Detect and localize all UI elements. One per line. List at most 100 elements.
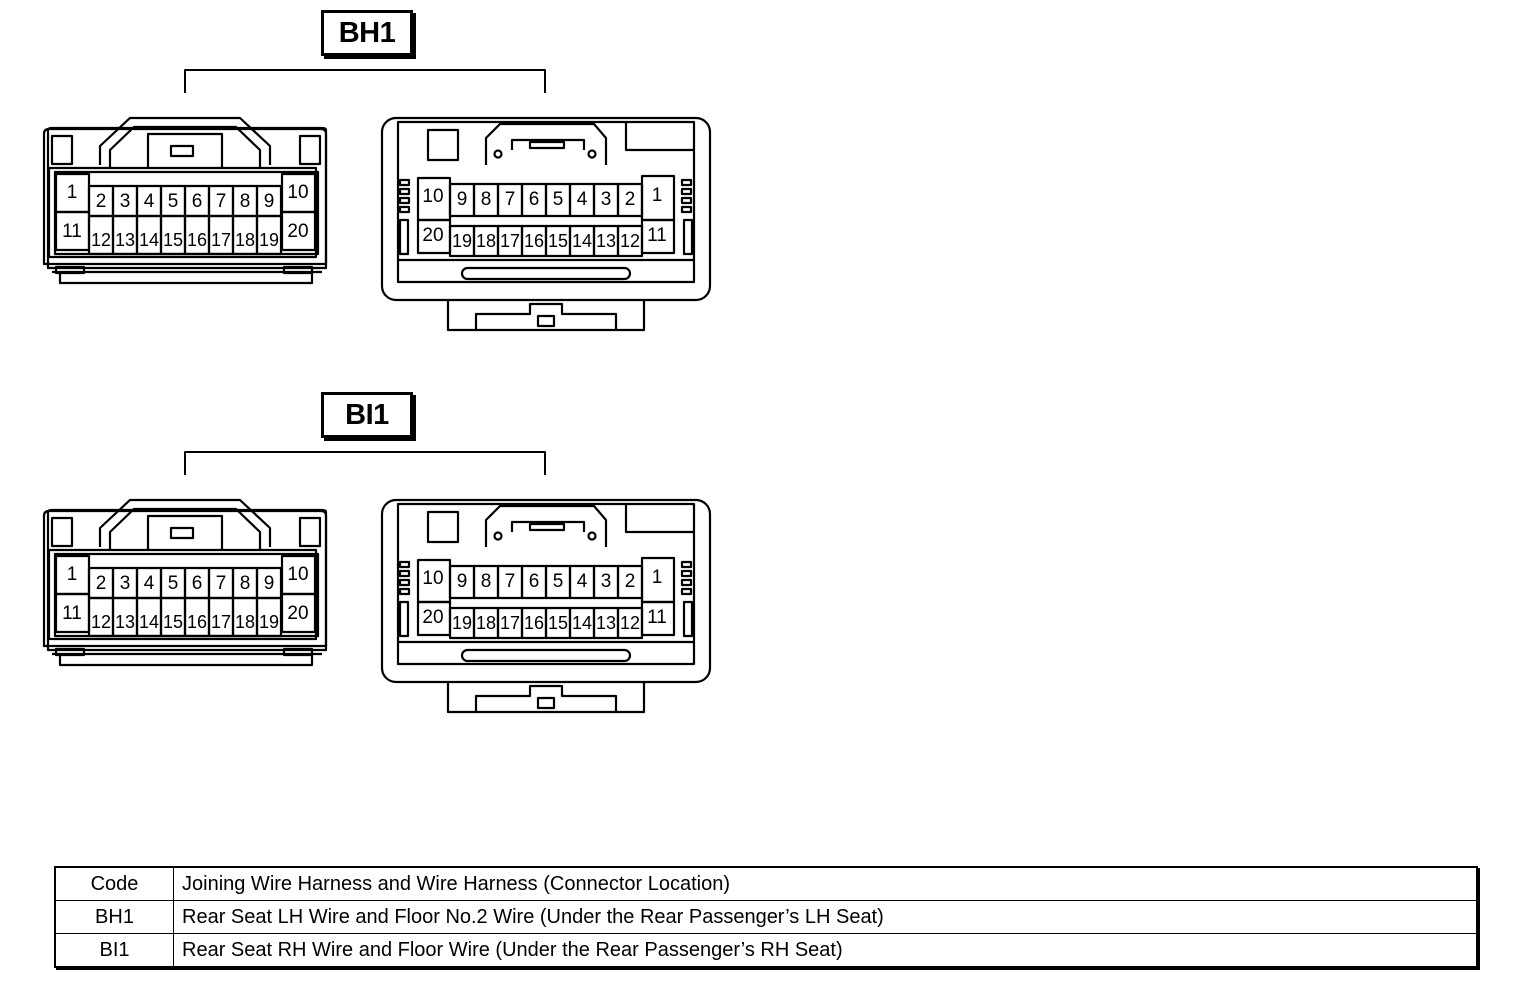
latch: [108, 125, 262, 168]
connector-location-table: Code Joining Wire Harness and Wire Harne…: [54, 866, 1478, 968]
key-slot: [50, 134, 74, 166]
latch-slot: [169, 144, 195, 158]
pin-number: 5: [553, 571, 564, 592]
pin-number: 11: [62, 221, 82, 242]
latch: [146, 132, 224, 168]
connector-housing: [380, 116, 712, 302]
pin-number: 19: [259, 230, 279, 250]
bracket-line: [184, 69, 546, 93]
table-row: BI1 Rear Seat RH Wire and Floor Wire (Un…: [54, 933, 1478, 968]
latch-pin: [493, 531, 503, 541]
connector-code-label: BH1: [321, 10, 413, 56]
latch: [510, 138, 586, 150]
pin-number: 13: [596, 231, 616, 251]
side-rib: [680, 587, 693, 596]
pin-number: 9: [264, 573, 275, 594]
lock-tab: [474, 684, 618, 712]
key-slot: [50, 516, 74, 548]
pin-number: 4: [144, 191, 155, 212]
latch-pin: [493, 149, 503, 159]
latch-slot: [169, 526, 195, 540]
guide-slot: [460, 648, 632, 663]
pin-number: 10: [287, 564, 308, 585]
key-slot: [298, 516, 322, 548]
pin-number: 16: [187, 612, 207, 632]
pin-number: 9: [457, 189, 468, 210]
pin-number: 20: [422, 225, 443, 246]
side-rib: [398, 178, 411, 187]
latch: [98, 116, 272, 165]
connector-housing: [396, 502, 696, 666]
pin-number: 6: [529, 571, 540, 592]
pin-number: 16: [187, 230, 207, 250]
pin-number: 19: [259, 612, 279, 632]
side-rib: [398, 218, 410, 256]
table-header-row: Code Joining Wire Harness and Wire Harne…: [54, 866, 1478, 901]
side-rib: [398, 560, 411, 569]
pin-number: 17: [500, 613, 520, 633]
table-row: BH1 Rear Seat LH Wire and Floor No.2 Wir…: [54, 900, 1478, 934]
key-slot: [624, 122, 694, 152]
pin-cavity: [616, 606, 644, 640]
connector-housing: [42, 509, 328, 648]
pin-number: 3: [601, 571, 612, 592]
pin-number: 8: [481, 189, 492, 210]
pin-number: 4: [577, 189, 588, 210]
connector-housing: [58, 654, 314, 667]
pin-number: 8: [240, 573, 251, 594]
pin-number: 4: [577, 571, 588, 592]
pin-number: 7: [505, 571, 516, 592]
pin-number: 1: [652, 185, 663, 206]
key-slot: [624, 504, 694, 534]
pin-number: 5: [168, 573, 179, 594]
lock-tab: [536, 314, 556, 328]
connector-housing: [58, 272, 314, 285]
side-rib: [398, 196, 411, 205]
pin-number: 18: [235, 612, 255, 632]
side-rib: [680, 560, 693, 569]
side-rib: [682, 600, 694, 638]
pin-number: 15: [548, 613, 568, 633]
pin-number: 7: [216, 573, 227, 594]
pin-number: 11: [647, 225, 667, 246]
lock-tab: [446, 300, 646, 332]
side-rib: [680, 196, 693, 205]
latch: [484, 122, 608, 165]
pin-number: 12: [620, 231, 640, 251]
pin-number: 9: [264, 191, 275, 212]
pin-number: 11: [647, 607, 667, 628]
pin-number: 7: [216, 191, 227, 212]
pin-number: 11: [62, 603, 82, 624]
bracket-line: [184, 451, 546, 475]
side-rib: [682, 218, 694, 256]
pin-number: 7: [505, 189, 516, 210]
pin-number: 20: [287, 221, 308, 242]
pin-number: 6: [192, 573, 203, 594]
latch-pin: [587, 531, 597, 541]
pin-number: 2: [96, 573, 107, 594]
key-slot: [298, 134, 322, 166]
pin-number: 13: [115, 230, 135, 250]
side-rib: [680, 569, 693, 578]
pin-number: 8: [481, 571, 492, 592]
pin-number: 1: [652, 567, 663, 588]
pin-number: 3: [120, 573, 131, 594]
connector-code-label: BI1: [321, 392, 413, 438]
connector-housing: [54, 647, 86, 657]
pin-number: 8: [240, 191, 251, 212]
side-rib: [680, 205, 693, 214]
side-rib: [398, 205, 411, 214]
lock-tab: [446, 682, 646, 714]
side-rib: [680, 178, 693, 187]
pin-number: 19: [452, 613, 472, 633]
pin-number: 13: [596, 613, 616, 633]
pin-number: 15: [548, 231, 568, 251]
side-rib: [680, 578, 693, 587]
pin-number: 9: [457, 571, 468, 592]
side-rib: [398, 600, 410, 638]
guide-slot: [460, 266, 632, 281]
lock-tab: [474, 302, 618, 330]
pin-number: 14: [572, 231, 592, 251]
pin-number: 2: [625, 189, 636, 210]
pin-number: 10: [287, 182, 308, 203]
